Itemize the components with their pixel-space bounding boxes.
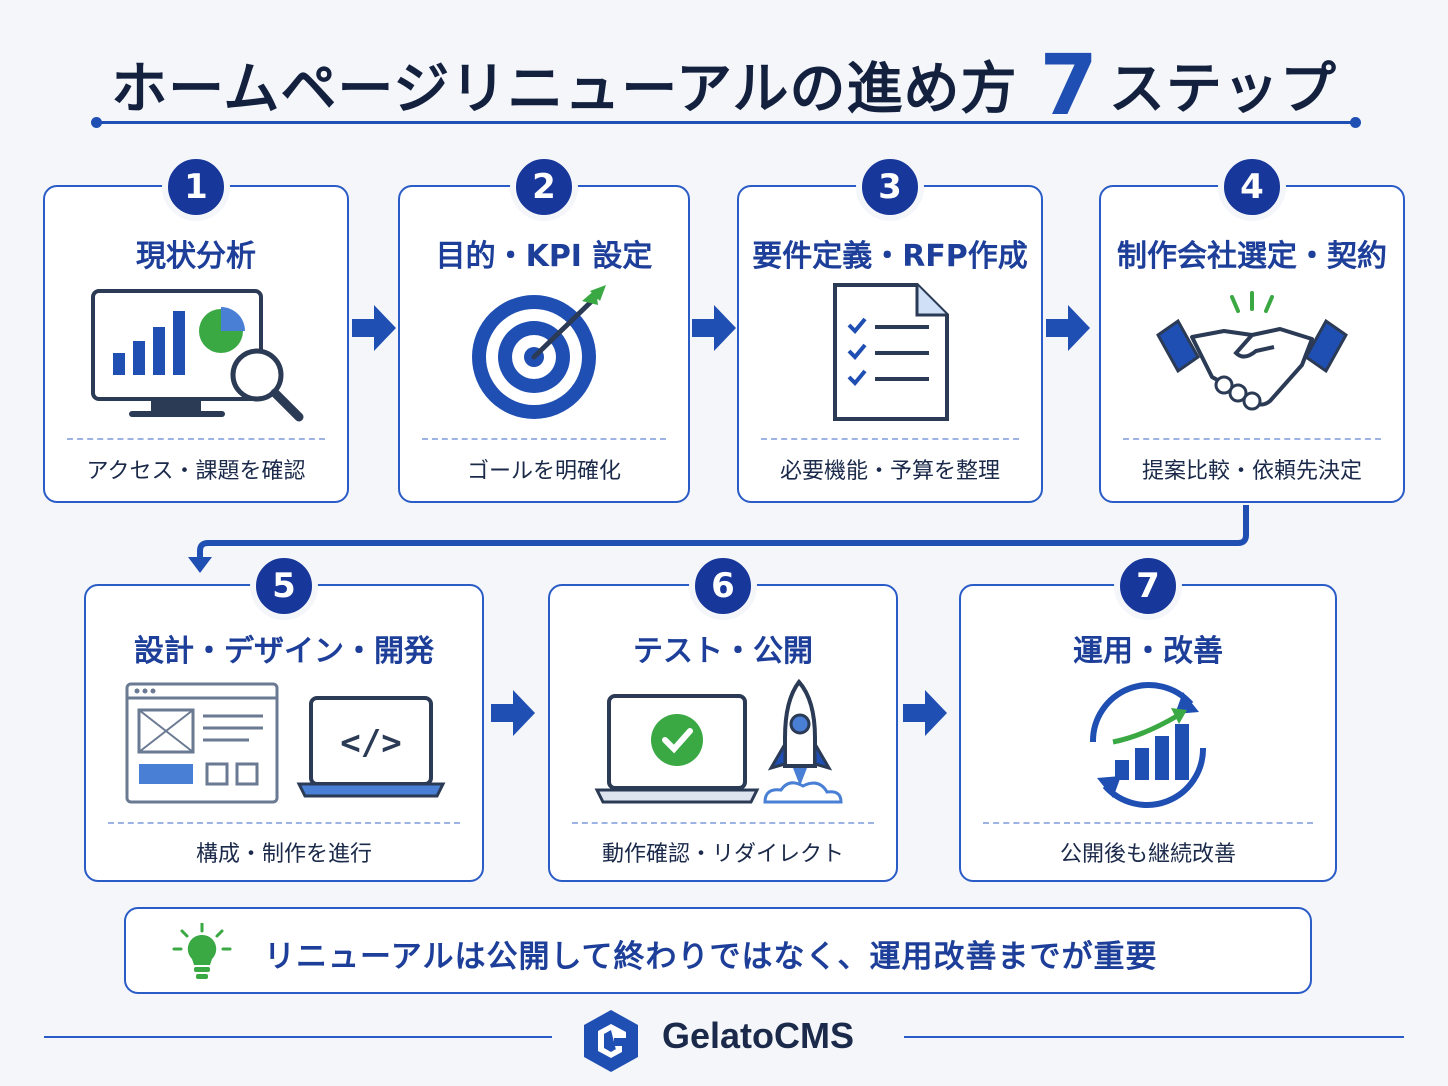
step-description: 公開後も継続改善 [1059,842,1236,867]
step-title: テスト・公開 [633,634,813,669]
step-divider [1123,438,1381,440]
arrow-right-icon [352,305,396,351]
key-point-note: リニューアルは公開して終わりではなく、運用改善までが重要 [124,907,1312,994]
lightbulb-icon [172,923,232,979]
footer-line-left [44,1036,552,1038]
laptop-rocket-icon [550,678,896,816]
step-description: 構成・制作を進行 [195,842,372,867]
step-title: 制作会社選定・契約 [1117,239,1387,274]
step-number-badge: 2 [510,153,578,221]
step-number-badge: 6 [689,552,757,620]
improvement-cycle-icon [961,678,1335,816]
step-divider [572,822,874,824]
step-number-badge: 4 [1218,153,1286,221]
step-number-badge: 5 [250,552,318,620]
step-title: 要件定義・RFP作成 [752,239,1028,274]
step-description: ゴールを明確化 [466,459,621,484]
gelatocms-logo-icon [584,1010,638,1072]
step-card-1: 1 現状分析 アクセス・課題を確認 [43,153,349,503]
step-divider [422,438,666,440]
step-divider [108,822,460,824]
note-text: リニューアルは公開して終わりではなく、運用改善までが重要 [264,939,1158,975]
step-description: 必要機能・予算を整理 [779,459,1000,484]
step-number-badge: 7 [1114,552,1182,620]
step-card-6: 6 テスト・公開 動作確認・リダイレクト [548,552,898,882]
step-divider [761,438,1019,440]
handshake-icon [1101,291,1403,425]
step-title: 現状分析 [136,239,256,274]
arrow-right-icon [1046,305,1090,351]
step-description: アクセス・課題を確認 [86,459,306,484]
title-suffix: ステップ [1108,57,1337,122]
brand-name: GelatoCMS [662,1015,855,1056]
title-number: 7 [1039,36,1099,134]
step-card-5: 5 設計・デザイン・開発 </> 構成・制作を進行 [84,552,484,882]
arrow-right-icon [903,690,947,736]
step-title: 運用・改善 [1073,634,1223,669]
arrow-right-icon [491,690,535,736]
analytics-monitor-icon [45,285,347,429]
checklist-document-icon [739,281,1041,427]
svg-text:</>: </> [340,723,401,763]
step-divider [983,822,1313,824]
step-divider [67,438,325,440]
step-card-7: 7 運用・改善 公開後も継続改善 [959,552,1337,882]
target-icon [400,283,688,427]
step-number-badge: 1 [162,153,230,221]
step-title: 設計・デザイン・開発 [134,634,434,669]
step-description: 動作確認・リダイレクト [601,842,844,867]
wireframe-code-icon: </> [86,680,482,814]
footer-line-right [904,1036,1404,1038]
title-underline [91,117,1361,128]
title-prefix: ホームページリニューアルの進め方 [111,57,1018,122]
step-card-3: 3 要件定義・RFP作成 必要機能・予算を整理 [737,153,1043,503]
connector-arrow-icon [188,505,1249,573]
step-card-2: 2 目的・KPI 設定 ゴールを明確化 [398,153,690,503]
step-description: 提案比較・依頼先決定 [1141,459,1362,484]
step-number-badge: 3 [856,153,924,221]
step-title: 目的・KPI 設定 [435,239,653,274]
step-card-4: 4 制作会社選定・契約 提案比較・依頼先決定 [1099,153,1405,503]
arrow-right-icon [692,305,736,351]
